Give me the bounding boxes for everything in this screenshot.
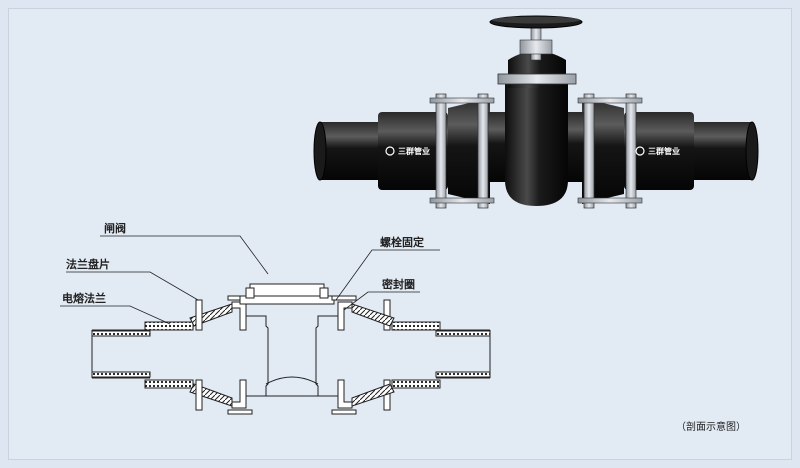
valve-bonnet-flange <box>497 73 577 85</box>
valve-3d-illustration: 三群管业 三群管业 <box>313 15 759 209</box>
brand-logo-right <box>635 146 645 156</box>
section-diagram <box>91 283 491 415</box>
section-flange-left-bottom <box>195 379 203 411</box>
flange-plate-right-outer <box>625 93 637 209</box>
section-flange-left-top <box>195 299 203 331</box>
label-electrofusion-flange: 电熔法兰 <box>62 291 106 305</box>
section-seal-right-bottom <box>337 379 353 409</box>
section-bolt-right-bottom <box>331 409 357 415</box>
brand-logo-left <box>385 146 395 156</box>
leader-gate-valve <box>100 235 269 275</box>
bolt-left-bottom <box>429 197 495 204</box>
brand-text-right: 三群管业 <box>648 146 680 156</box>
section-caption: （剖面示意图） <box>676 420 746 433</box>
section-bolt-left-bottom <box>227 409 253 415</box>
section-pipe-left-walls <box>92 329 150 379</box>
section-seal-left-top <box>231 301 247 331</box>
leader-lines <box>60 235 440 325</box>
section-pipe-right-bottom-wall <box>435 371 491 378</box>
leader-electrofusion-flange <box>60 305 171 325</box>
label-seal-ring: 密封圈 <box>382 277 415 291</box>
valve-yoke <box>519 39 553 55</box>
section-sleeve-right-top <box>391 321 441 331</box>
bolt-right-bottom <box>577 197 643 204</box>
section-pipe-left-top-wall <box>91 330 151 337</box>
section-cone-right-bottom <box>351 383 395 407</box>
bolt-left-top <box>429 97 495 104</box>
electrofusion-sleeve-right <box>624 112 694 190</box>
section-valve-bonnet <box>249 283 325 297</box>
section-bonnet-bolt-left <box>245 287 255 299</box>
section-valve-right-wall <box>315 315 338 397</box>
flange-plate-left-outer <box>435 93 447 209</box>
leader-seal-ring <box>343 291 420 311</box>
section-pipe-left-bottom-wall <box>91 371 151 378</box>
leader-bolt-fixing <box>335 249 440 301</box>
section-seal-right-top <box>337 301 353 331</box>
section-sleeve-left-top <box>144 321 194 331</box>
section-valve-left-wall <box>246 315 269 397</box>
label-bolt-fixing: 螺栓固定 <box>380 235 424 249</box>
handwheel-top <box>492 16 580 24</box>
section-valve-seat <box>265 376 319 385</box>
section-seal-left-bottom <box>231 379 247 409</box>
section-cone-right-top <box>351 303 395 327</box>
section-sleeve-left-bottom <box>144 379 194 389</box>
brand-text-left: 三群管业 <box>398 146 430 156</box>
label-flange-plate: 法兰盘片 <box>66 257 110 271</box>
flange-plate-right-inner <box>583 93 595 209</box>
electrofusion-sleeve-left <box>378 112 448 190</box>
flange-plate-left-inner <box>477 93 489 209</box>
pipe-right-end <box>745 121 759 181</box>
section-bonnet-bolt-right <box>319 287 329 299</box>
bolt-right-top <box>577 97 643 104</box>
section-pipe-right-walls <box>436 329 490 379</box>
section-pipe-right-top-wall <box>435 330 491 337</box>
valve-body <box>505 84 568 206</box>
section-bolt-right-top <box>331 295 357 301</box>
label-gate-valve: 闸阀 <box>104 221 126 235</box>
pipe-left-end <box>313 121 327 181</box>
leader-flange-plate <box>66 271 199 301</box>
section-sleeve-right-bottom <box>391 379 441 389</box>
